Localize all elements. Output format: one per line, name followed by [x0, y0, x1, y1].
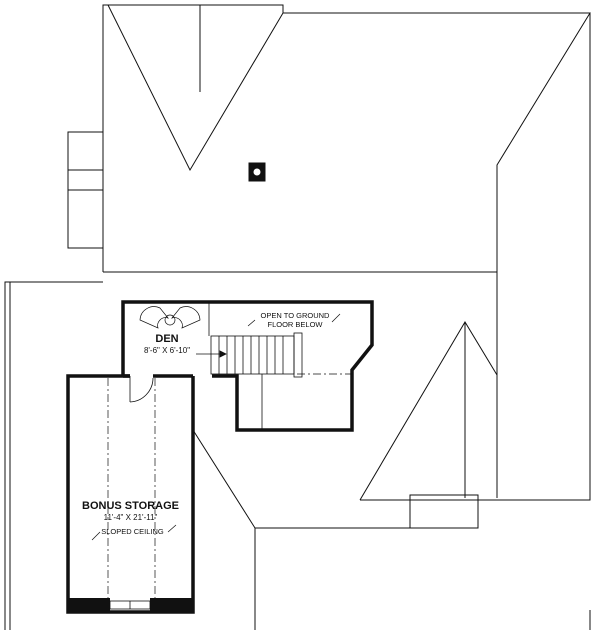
- leader-lines: [91, 313, 341, 541]
- open-to-below-note-line1: OPEN TO GROUND: [260, 311, 330, 320]
- door-swing: [129, 376, 154, 403]
- storage-walls: [66, 374, 195, 614]
- roof-outline: [4, 4, 591, 630]
- den-label: DEN: [155, 333, 179, 345]
- bonus-storage-label: BONUS STORAGE: [82, 500, 179, 512]
- bonus-storage-dimensions: 11'-4" X 21'-11": [103, 513, 158, 522]
- sloped-ceiling-lines: [107, 373, 352, 598]
- skylight-window: [109, 600, 151, 610]
- chimney-icon: [248, 162, 266, 182]
- sloped-ceiling-note: SLOPED CEILING: [101, 527, 164, 536]
- den-chairs: [139, 306, 201, 329]
- stairs: [196, 302, 303, 430]
- den-dimensions: 8'-6" X 6'-10": [143, 346, 191, 355]
- open-to-below-note-line2: FLOOR BELOW: [267, 320, 323, 329]
